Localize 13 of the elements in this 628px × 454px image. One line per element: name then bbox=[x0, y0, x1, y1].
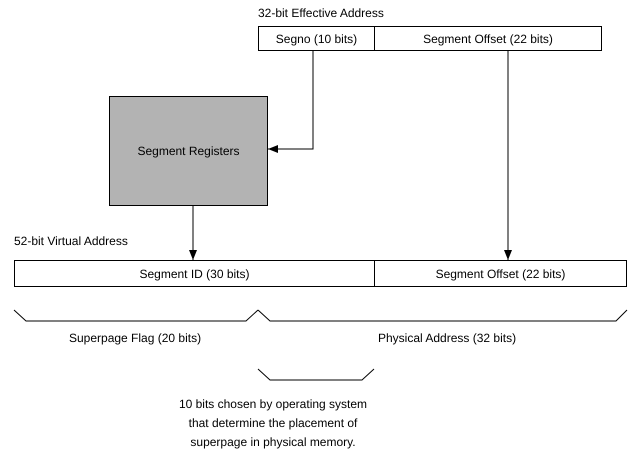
field-box: Segment Offset (22 bits) bbox=[374, 260, 627, 287]
arrow bbox=[268, 50, 314, 153]
address-title: 52-bit Virtual Address bbox=[14, 234, 128, 248]
arrow bbox=[504, 50, 512, 260]
bracket-label: Superpage Flag (20 bits) bbox=[69, 331, 202, 345]
bracket-label: Physical Address (32 bits) bbox=[378, 331, 516, 345]
address-title: 32-bit Effective Address bbox=[258, 6, 384, 20]
field-box: Segno (10 bits) bbox=[258, 26, 375, 51]
arrow bbox=[189, 206, 197, 260]
field-box: Segment ID (30 bits) bbox=[14, 260, 375, 287]
note-text: 10 bits chosen by operating system that determine the placement of superpage in physical memory. bbox=[178, 396, 368, 451]
register-box: Segment Registers bbox=[109, 96, 268, 206]
field-box: Segment Offset (22 bits) bbox=[374, 26, 602, 51]
